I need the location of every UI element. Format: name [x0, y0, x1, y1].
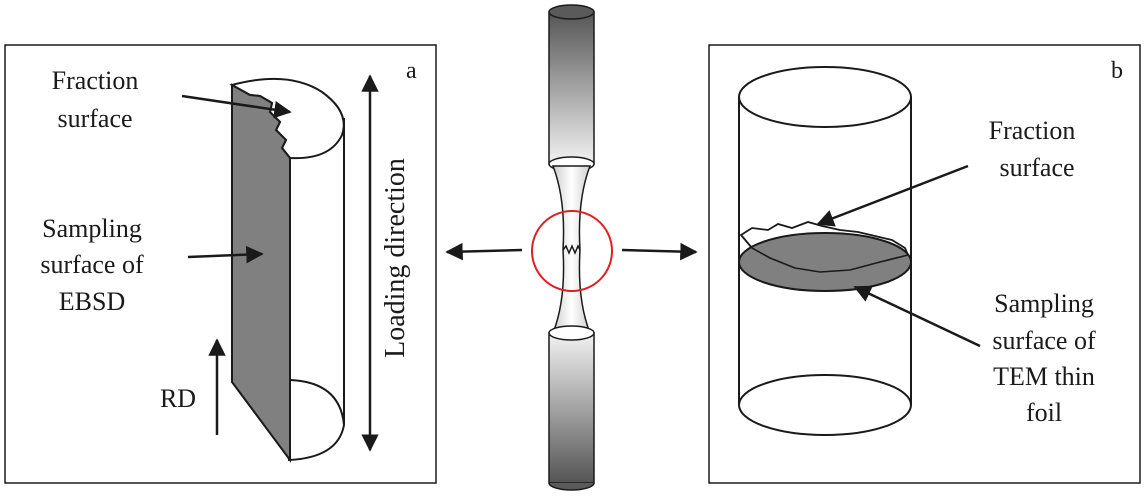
panel-b: b Fraction surface Sampling surface of T… [708, 44, 1141, 484]
specimen-top-end [548, 4, 595, 20]
sampling-surface-label-2: surface of [992, 326, 1096, 355]
cylinder-bottom [738, 374, 912, 436]
cylinder-top [738, 66, 912, 128]
half-cylinder [229, 77, 346, 464]
specimen-bottom-end [548, 482, 595, 491]
fracture-highlight-circle [531, 210, 613, 292]
specimen-fracture-line [562, 244, 581, 255]
sampling-surface-label-3: EBSD [59, 287, 125, 316]
rd-label: RD [160, 384, 196, 413]
sampling-surface-arrow [853, 285, 981, 348]
fraction-surface-arrow [181, 94, 292, 119]
fraction-surface-label-1: Fraction [989, 116, 1076, 145]
panel-a-letter: a [406, 58, 417, 84]
arrow-to-panel-a [445, 242, 523, 261]
arrow-to-panel-b [621, 242, 698, 261]
fraction-surface-label-2: surface [999, 153, 1074, 182]
fraction-surface-arrow [816, 164, 969, 227]
fracture-edge [740, 234, 909, 273]
tem-sampling-disc [738, 232, 912, 292]
panel-b-letter: b [1111, 58, 1123, 84]
specimen-bottom-shoulder [548, 325, 595, 341]
fraction-surface-label-2: surface [57, 104, 132, 133]
specimen-gauge-section [551, 165, 592, 334]
cylinder-bottom-arc [287, 379, 346, 461]
ebsd-sampling-section [231, 83, 291, 464]
fraction-surface-label-1: Fraction [52, 66, 139, 95]
sampling-surface-label-4: foil [1026, 398, 1062, 427]
sampling-surface-arrow [187, 245, 264, 264]
specimen-bottom-grip [548, 332, 595, 484]
specimen-top-grip [548, 11, 595, 165]
loading-direction-label: Loading direction [380, 158, 411, 358]
sampling-surface-label-1: Sampling [994, 289, 1094, 318]
cylinder [738, 66, 912, 436]
tensile-specimen [445, 4, 698, 491]
sampling-surface-label-1: Sampling [42, 214, 142, 243]
sampling-surface-label-3: TEM thin [993, 362, 1095, 391]
panel-a: a Fraction surface Sampling surface of E… [4, 44, 437, 484]
sampling-surface-label-2: surface of [40, 250, 144, 279]
